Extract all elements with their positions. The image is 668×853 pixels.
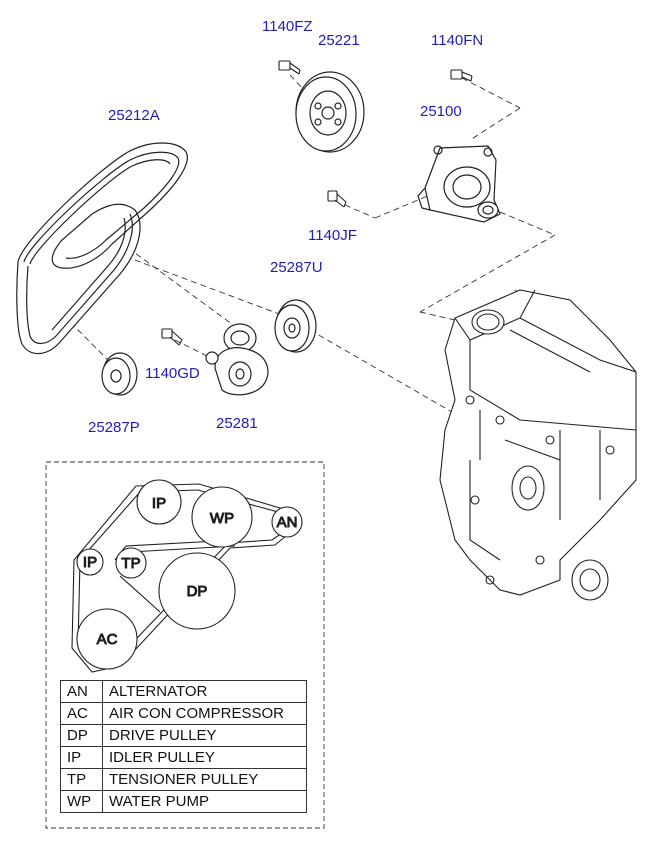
layout-pulley-dp (158, 552, 236, 630)
part-label-25287U[interactable]: 25287U (270, 259, 323, 276)
legend-abbr: DP (60, 724, 103, 747)
layout-label-ip-top: IP (152, 495, 166, 512)
belt-layout-pulley-labels: IP WP AN IP TP DP AC (82, 495, 298, 649)
legend-abbr: IP (60, 746, 103, 769)
layout-label-dp: DP (187, 583, 208, 600)
idler-pulley-25287P (101, 352, 138, 396)
legend-abbr: AC (60, 702, 103, 725)
part-label-1140FZ[interactable]: 1140FZ (262, 18, 313, 35)
belt-layout-frame (45, 461, 325, 829)
legend-table: AN ALTERNATOR AC AIR CON COMPRESSOR DP D… (60, 680, 307, 813)
layout-label-ac: AC (97, 631, 118, 648)
legend-abbr: AN (60, 680, 103, 703)
part-label-25100[interactable]: 25100 (420, 103, 462, 120)
part-label-25281[interactable]: 25281 (216, 415, 258, 432)
legend-desc: WATER PUMP (102, 790, 307, 813)
legend-desc: DRIVE PULLEY (102, 724, 307, 747)
legend-row: DP DRIVE PULLEY (60, 724, 307, 747)
engine-block (439, 289, 637, 601)
legend-abbr: TP (60, 768, 103, 791)
layout-pulley-wp (191, 486, 253, 548)
legend-row: IP IDLER PULLEY (60, 746, 307, 769)
part-label-1140JF[interactable]: 1140JF (308, 227, 357, 244)
water-pump-pulley (295, 71, 365, 153)
layout-pulley-ip-left (76, 548, 104, 576)
idler-pulley-25287U (274, 299, 317, 353)
water-pump (417, 145, 501, 223)
legend-desc: ALTERNATOR (102, 680, 307, 703)
part-label-25212A[interactable]: 25212A (108, 107, 160, 124)
belt-layout-pulleys (76, 479, 303, 670)
layout-label-wp: WP (210, 510, 234, 527)
legend-row: AC AIR CON COMPRESSOR (60, 702, 307, 725)
part-label-25287P[interactable]: 25287P (88, 419, 140, 436)
legend-row: TP TENSIONER PULLEY (60, 768, 307, 791)
layout-label-an: AN (277, 514, 298, 531)
part-label-1140GD[interactable]: 1140GD (145, 365, 200, 382)
bolt-1140FZ (278, 60, 301, 75)
layout-label-ip-left: IP (83, 554, 97, 571)
part-label-1140FN[interactable]: 1140FN (431, 32, 484, 49)
layout-label-tp: TP (121, 555, 140, 572)
legend-row: AN ALTERNATOR (60, 680, 307, 703)
legend-desc: TENSIONER PULLEY (102, 768, 307, 791)
bolt-1140JF (327, 190, 347, 208)
legend-row: WP WATER PUMP (60, 790, 307, 813)
layout-pulley-ac (76, 608, 138, 670)
layout-pulley-ip-top (136, 479, 182, 525)
tensioner-assembly (205, 323, 269, 396)
legend-desc: IDLER PULLEY (102, 746, 307, 769)
legend-abbr: WP (60, 790, 103, 813)
bolt-1140GD (161, 328, 183, 346)
layout-pulley-an (271, 506, 303, 538)
serpentine-belt (16, 142, 188, 355)
legend-desc: AIR CON COMPRESSOR (102, 702, 307, 725)
bolt-1140FN (450, 69, 473, 82)
part-label-25221[interactable]: 25221 (318, 32, 360, 49)
layout-pulley-tp (115, 547, 147, 579)
